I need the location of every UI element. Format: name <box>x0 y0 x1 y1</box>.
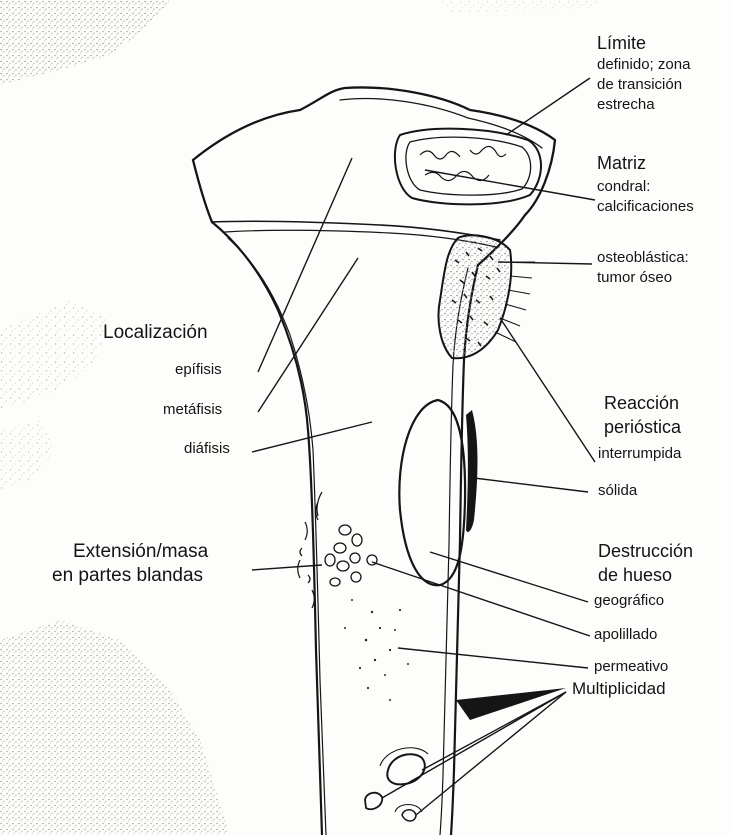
label-apolillado: apolillado <box>594 627 657 644</box>
label-limite-title: Límite <box>597 34 646 54</box>
label-multiplicidad: Multiplicidad <box>572 680 666 699</box>
label-localizacion-title: Localización <box>103 323 208 344</box>
label-geografico: geográfico <box>594 593 664 610</box>
label-diafisis: diáfisis <box>184 441 230 458</box>
label-solida: sólida <box>598 483 637 500</box>
label-limite-desc-2: de transición <box>597 77 682 94</box>
label-matriz-osteo-1: osteoblástica: <box>597 250 689 267</box>
label-reaccion-2: perióstica <box>604 418 681 438</box>
solid-periosteal-reaction <box>466 410 478 532</box>
label-extension-1: Extensión/masa <box>73 542 208 563</box>
label-interrumpida: interrumpida <box>598 446 681 463</box>
soft-tissue-mass <box>298 492 322 608</box>
leader-lines <box>252 78 595 815</box>
label-limite-desc-3: estrecha <box>597 97 655 114</box>
geographic-destruction <box>399 400 465 585</box>
osteoblastic-lesion <box>439 235 536 358</box>
label-epifisis: epífisis <box>175 362 222 379</box>
permeative-dots <box>344 599 409 701</box>
chondroid-lesion <box>395 129 541 205</box>
multiple-lesions <box>365 748 428 821</box>
label-permeativo: permeativo <box>594 659 668 676</box>
label-matriz-title: Matriz <box>597 154 646 174</box>
moth-eaten-lesion <box>325 525 377 586</box>
label-destruccion-1: Destrucción <box>598 542 693 562</box>
label-extension-2: en partes blandas <box>52 566 203 587</box>
multiplicity-pointer <box>456 688 566 720</box>
label-matriz-condral-1: condral: <box>597 179 650 196</box>
background-screen-texture <box>0 0 600 835</box>
label-matriz-osteo-2: tumor óseo <box>597 270 672 287</box>
label-matriz-condral-2: calcificaciones <box>597 199 694 216</box>
label-metafisis: metáfisis <box>163 402 222 419</box>
label-reaccion-1: Reacción <box>604 394 679 414</box>
label-limite-desc-1: definido; zona <box>597 57 690 74</box>
bone-outline <box>193 87 555 835</box>
label-destruccion-2: de hueso <box>598 566 672 586</box>
